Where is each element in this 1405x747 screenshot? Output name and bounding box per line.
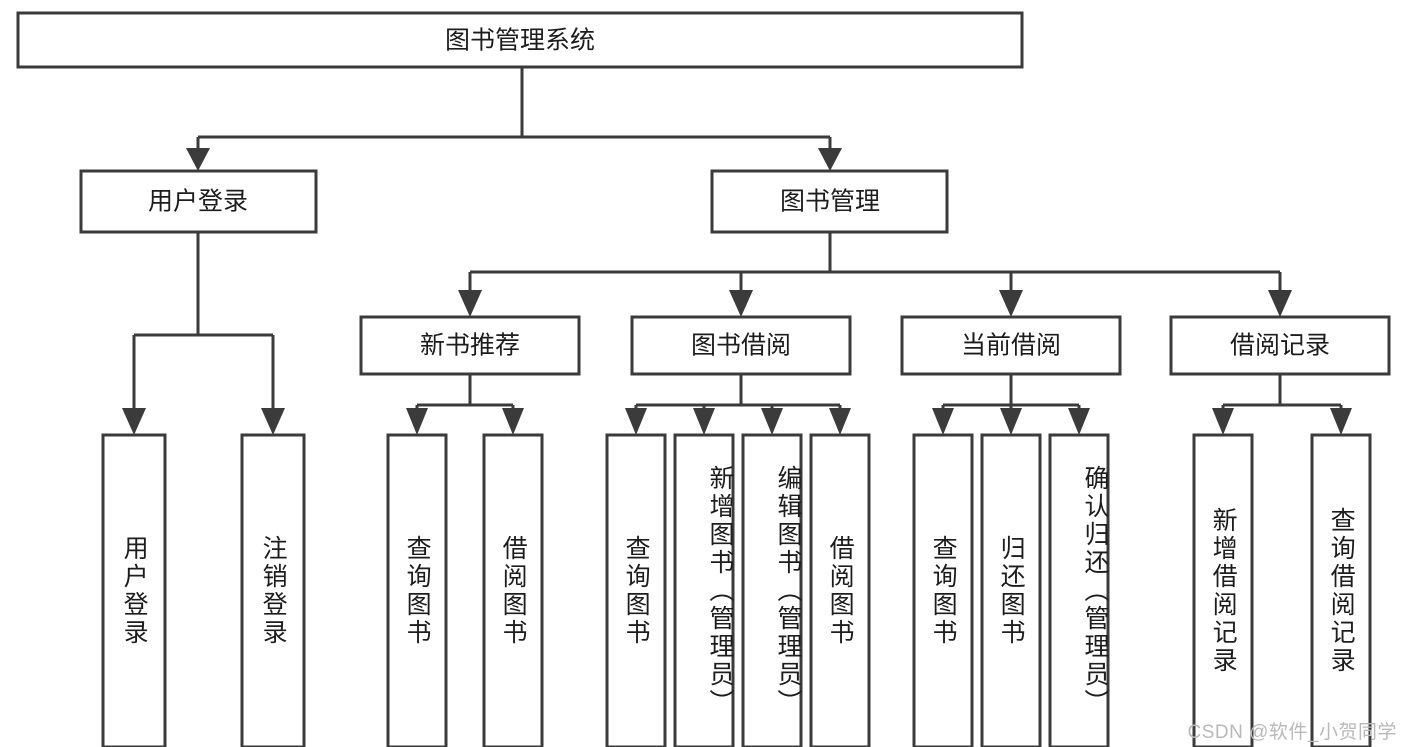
node-leaf-query-record-label: 查询借阅记录 (1327, 507, 1356, 675)
node-leaf-confirm-return[interactable] (1048, 433, 1110, 747)
node-leaf-query-record[interactable] (1310, 433, 1372, 747)
node-leaf-query-books-new-label: 查询图书 (403, 535, 432, 647)
arrow-to-borrow-records (1268, 290, 1292, 317)
node-layer: 图书管理系统 用户登录 图书管理 新书推荐 图书借阅 当前借阅 借阅记录 (16, 11, 1391, 747)
node-user-login[interactable] (79, 169, 318, 234)
node-leaf-confirm-return-label: 确认归还（管理员） (1081, 465, 1109, 717)
arrow-leaf-user-login (122, 408, 146, 435)
node-leaf-query-books-mg-label: 查询图书 (622, 535, 651, 647)
node-root[interactable] (16, 11, 1024, 69)
arrow-to-user-login (186, 148, 210, 171)
node-borrow-records[interactable] (1169, 315, 1391, 376)
node-leaf-query-books-new[interactable] (386, 433, 448, 747)
node-leaf-user-login-label: 用户登录 (120, 535, 149, 647)
arrow-leaf-return-book (1000, 408, 1022, 435)
node-leaf-borrow-books-new-label: 借阅图书 (499, 535, 528, 647)
node-leaf-logout[interactable] (240, 433, 306, 747)
node-leaf-query-books-cur-label: 查询图书 (929, 535, 958, 647)
arrow-to-current-borrow (999, 290, 1023, 317)
node-book-borrow[interactable] (630, 315, 852, 376)
node-leaf-return-book[interactable] (980, 433, 1042, 747)
node-leaf-logout-label: 注销登录 (259, 535, 288, 647)
node-leaf-edit-book[interactable] (741, 433, 803, 747)
arrow-to-book-management (818, 148, 842, 171)
arrow-leaf-logout (261, 408, 285, 435)
arrow-to-book-borrow (729, 290, 753, 317)
node-book-management[interactable] (710, 169, 949, 234)
node-leaf-return-book-label: 归还图书 (997, 535, 1026, 647)
arrow-leaf-add-record (1212, 408, 1234, 435)
arrow-leaf-add-book (693, 408, 715, 435)
node-root-label: 图书管理系统 (445, 27, 595, 55)
arrow-leaf-confirm-return (1068, 408, 1090, 435)
arrow-leaf-query-books-cur (932, 408, 954, 435)
node-book-borrow-label: 图书借阅 (691, 332, 791, 360)
node-leaf-user-login[interactable] (101, 433, 167, 747)
node-leaf-add-record[interactable] (1192, 433, 1254, 747)
arrow-leaf-query-books-mg (625, 408, 647, 435)
node-user-login-label: 用户登录 (148, 188, 248, 216)
arrow-leaf-borrow-books-new (502, 408, 524, 435)
node-leaf-borrow-book[interactable] (809, 433, 871, 747)
arrow-leaf-edit-book (761, 408, 783, 435)
node-new-book-recommend[interactable] (359, 315, 581, 376)
node-leaf-borrow-books-new[interactable] (482, 433, 544, 747)
arrow-leaf-borrow-book (829, 408, 851, 435)
node-leaf-borrow-book-label: 借阅图书 (826, 535, 855, 647)
node-new-book-recommend-label: 新书推荐 (420, 332, 520, 360)
connector-layer (122, 67, 1352, 435)
node-borrow-records-label: 借阅记录 (1230, 332, 1330, 360)
node-current-borrow[interactable] (900, 315, 1122, 376)
arrow-leaf-query-record (1330, 408, 1352, 435)
node-current-borrow-label: 当前借阅 (961, 332, 1061, 360)
node-book-management-label: 图书管理 (780, 188, 880, 216)
node-leaf-edit-book-label: 编辑图书（管理员） (774, 465, 802, 717)
node-leaf-add-book[interactable] (673, 433, 735, 747)
node-leaf-add-record-label: 新增借阅记录 (1209, 507, 1238, 675)
arrow-leaf-query-books-new (406, 408, 428, 435)
node-leaf-query-books-mg[interactable] (605, 433, 667, 747)
node-leaf-add-book-label: 新增图书（管理员） (706, 465, 734, 717)
arrow-to-new-book-recommend (458, 290, 482, 317)
node-leaf-query-books-cur[interactable] (912, 433, 974, 747)
